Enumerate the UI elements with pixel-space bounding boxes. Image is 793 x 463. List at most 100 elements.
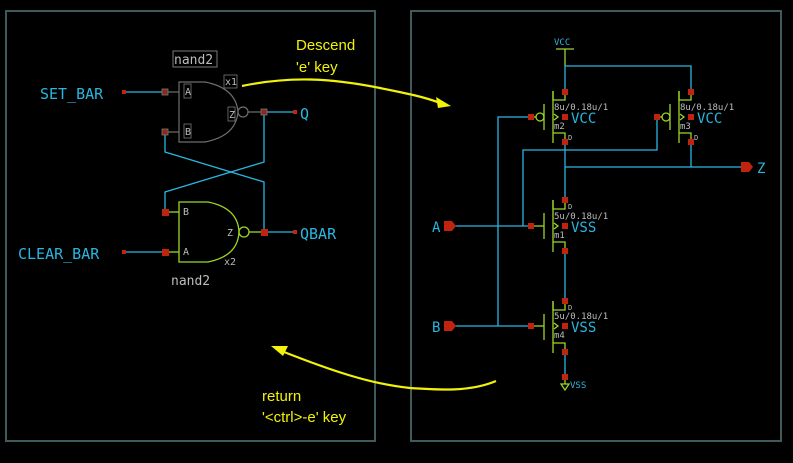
pin-qbar-end[interactable] (293, 230, 297, 234)
m3-bulk: VCC (697, 111, 722, 127)
m4-bulk: VSS (571, 320, 596, 336)
m4-pin-bulk[interactable] (562, 323, 568, 329)
right-wires (455, 65, 741, 377)
vss-supply-label: VSS (570, 381, 586, 391)
descend-annotation: Descend 'e' key (241, 37, 451, 108)
wire-a-to-m3[interactable] (522, 117, 658, 226)
wire-b-to-m2[interactable] (497, 116, 531, 326)
m3-terminal: D (694, 134, 698, 142)
m3-pin-gate[interactable] (654, 114, 660, 120)
left-schematic-frame (5, 10, 376, 442)
gate-bottom-pin-z: Z (227, 228, 233, 239)
gate-top-pin-z-node[interactable] (260, 108, 268, 116)
port-clear-bar-label: CLEAR_BAR (18, 245, 100, 263)
m2-pin-gate[interactable] (528, 114, 534, 120)
gate-bottom-cell-name: nand2 (171, 274, 210, 289)
m3-gate-bubble (661, 112, 671, 122)
gate-bottom-pin-a: A (183, 247, 189, 258)
return-label-line2: '<ctrl>-e' key (262, 409, 347, 426)
port-a-icon (444, 221, 456, 231)
gate-bottom-instance: x2 (224, 257, 236, 268)
pin-clear-bar-end[interactable] (122, 250, 126, 254)
pin-b-box (183, 123, 192, 139)
port-z-label: Z (757, 161, 765, 177)
m4-bulk-arrow (553, 322, 560, 330)
port-b-icon (444, 321, 456, 331)
right-schematic-frame (410, 10, 782, 442)
gate-top-pin-z: Z (229, 110, 235, 121)
m1-pin-top[interactable] (562, 197, 568, 203)
gate-bottom-pin-b-node[interactable] (162, 209, 169, 216)
wire-cross-b1-to-qbar[interactable] (164, 132, 265, 232)
left-wires (124, 91, 295, 253)
pin-q-end[interactable] (293, 110, 297, 114)
m2-size: 8u/0.18u/1 (554, 103, 608, 113)
m1-bulk-arrow (553, 222, 560, 230)
gate-top-instance: x1 (225, 77, 237, 88)
cell-name-box (172, 50, 218, 68)
gate-bottom-pin-b: B (183, 207, 189, 218)
wire-vcc-rail[interactable] (565, 65, 692, 92)
port-q-label: Q (300, 105, 309, 123)
transistor-m1[interactable]: D 5u/0.18u/1 VSS m1 (528, 197, 608, 254)
nand-gate-x1[interactable]: nand2 A B Z x1 (161, 50, 268, 143)
m3-name: m3 (680, 122, 691, 132)
port-z[interactable]: Z (741, 161, 765, 177)
m2-terminal: D (568, 134, 572, 142)
vss-node[interactable] (562, 374, 568, 380)
m2-pin-top[interactable] (562, 89, 568, 95)
m1-pin-bulk[interactable] (562, 223, 568, 229)
gate-bottom-pin-z-node[interactable] (261, 229, 268, 236)
m3-pin-bulk[interactable] (688, 114, 694, 120)
m2-pin-bottom[interactable] (562, 139, 568, 145)
descend-arrow-head-icon (436, 97, 451, 108)
m3-size: 8u/0.18u/1 (680, 103, 734, 113)
m3-bulk-arrow (679, 113, 686, 121)
instance-box (223, 74, 238, 89)
port-b-label: B (432, 320, 440, 336)
nand-gate-x2[interactable]: B A Z x2 nand2 (162, 201, 268, 289)
pin-a-box (183, 83, 192, 99)
m3-pin-top[interactable] (688, 89, 694, 95)
wire-cross-q-to-b2[interactable] (164, 112, 265, 212)
m4-pin-gate[interactable] (528, 323, 534, 329)
m2-gate-bubble (535, 112, 545, 122)
transistor-m3[interactable]: 8u/0.18u/1 VCC m3 D (654, 89, 734, 145)
m2-pin-bulk[interactable] (562, 114, 568, 120)
transistor-m2[interactable]: 8u/0.18u/1 VCC m2 D (528, 89, 608, 145)
m4-pin-top[interactable] (562, 298, 568, 304)
m4-pin-bottom[interactable] (562, 349, 568, 355)
m1-terminal: D (568, 203, 572, 211)
m4-name: m4 (554, 331, 565, 341)
gate-top-cell-name: nand2 (174, 53, 213, 68)
transistor-m4[interactable]: D 5u/0.18u/1 VSS m4 (528, 298, 608, 355)
gate-top-pin-a: A (185, 87, 191, 98)
port-b[interactable]: B (432, 320, 456, 336)
pin-set-bar-end[interactable] (122, 90, 126, 94)
gate-top-pin-b-node[interactable] (161, 128, 169, 136)
pin-z-box (227, 106, 236, 122)
m2-bulk: VCC (571, 111, 596, 127)
m1-pin-gate[interactable] (528, 223, 534, 229)
descend-label-line1: Descend (296, 37, 355, 54)
m1-pin-bottom[interactable] (562, 248, 568, 254)
descend-label-line2: 'e' key (296, 59, 338, 76)
m3-pin-bottom[interactable] (688, 139, 694, 145)
m1-bulk: VSS (571, 220, 596, 236)
vss-ground-icon (559, 383, 571, 392)
port-a-label: A (432, 220, 441, 236)
m4-size: 5u/0.18u/1 (554, 312, 608, 322)
return-label-line1: return (262, 388, 301, 405)
vcc-supply-label: VCC (554, 38, 570, 48)
return-arrow-head-icon (271, 346, 288, 356)
port-a[interactable]: A (432, 220, 456, 236)
gate-bottom-pin-a-node[interactable] (162, 249, 169, 256)
return-annotation: return '<ctrl>-e' key (262, 346, 497, 426)
port-qbar-label: QBAR (300, 225, 337, 243)
m2-bulk-arrow (553, 113, 560, 121)
descend-arrow (241, 78, 441, 105)
nand-bubble-bottom (238, 226, 250, 238)
nand-bubble-top (237, 106, 249, 118)
gate-top-pin-a-node[interactable] (161, 88, 169, 96)
